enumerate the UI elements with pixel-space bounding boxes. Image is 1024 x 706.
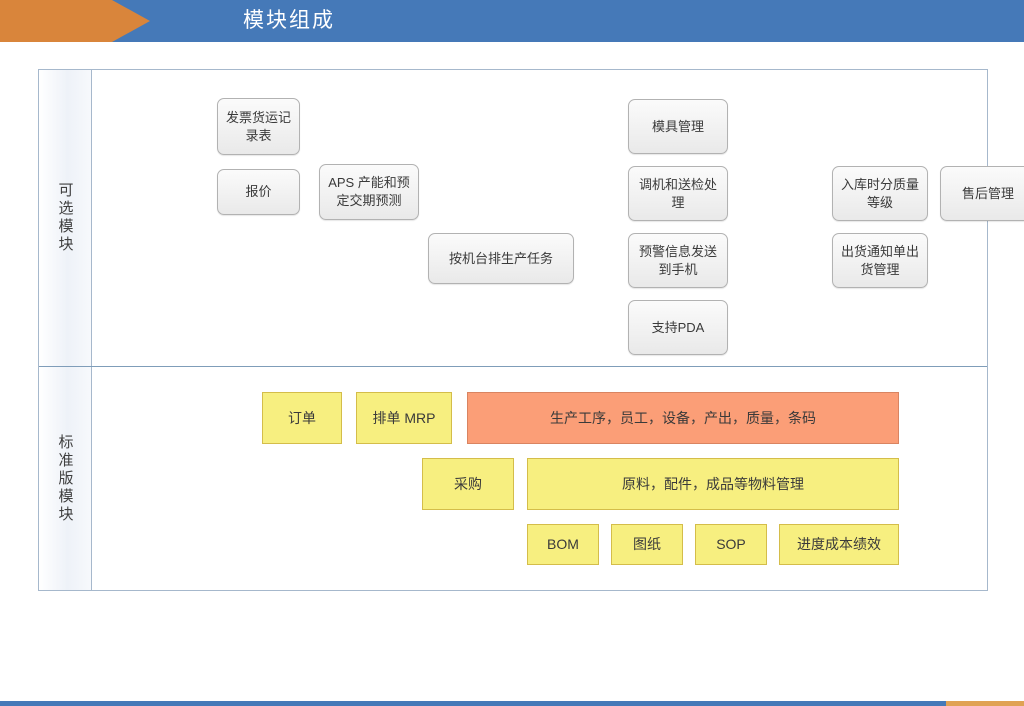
module-box-原料-配件-成品等物料管理[interactable]: 原料，配件，成品等物料管理 — [527, 458, 899, 510]
module-box-图纸[interactable]: 图纸 — [611, 524, 683, 565]
section-standard-modules: 标准版模块 订单排单 MRP 生产工序，员工，设备，产出，质量，条码采购原料，配件… — [39, 367, 987, 590]
module-box-售后管理[interactable]: 售后管理 — [940, 166, 1024, 221]
module-box-采购[interactable]: 采购 — [422, 458, 514, 510]
module-box-模具管理[interactable]: 模具管理 — [628, 99, 728, 154]
module-box-报价[interactable]: 报价 — [217, 169, 300, 215]
section-optional-modules: 可选模块 发票货运记录表报价 APS 产能和预定交期预测按机台排生产任务 模具管理调… — [39, 70, 1024, 367]
module-box-入库时分质量等级[interactable]: 入库时分质量等级 — [832, 166, 928, 221]
module-box-进度成本绩效[interactable]: 进度成本绩效 — [779, 524, 899, 565]
module-box-调机和送检处理[interactable]: 调机和送检处理 — [628, 166, 728, 221]
module-box-生产工序-员工-设备-产出-质量-条码[interactable]: 生产工序，员工，设备，产出，质量，条码 — [467, 392, 899, 444]
footer-orange-segment — [946, 701, 1024, 706]
module-box-支持pda[interactable]: 支持PDA — [628, 300, 728, 355]
footer-bar — [0, 701, 1024, 706]
row-label-optional-modules-text: 可选模块 — [56, 182, 74, 254]
module-box-排单-mrp[interactable]: 排单 MRP — [356, 392, 452, 444]
standard-modules-body: 订单排单 MRP 生产工序，员工，设备，产出，质量，条码采购原料，配件，成品等物料… — [92, 367, 987, 590]
module-box-sop[interactable]: SOP — [695, 524, 767, 565]
page-title: 模块组成 — [243, 9, 335, 32]
header-arrow-accent — [0, 0, 150, 42]
module-box-预警信息发送到手机[interactable]: 预警信息发送到手机 — [628, 233, 728, 288]
module-box-发票货运记录表[interactable]: 发票货运记录表 — [217, 98, 300, 155]
header-bar: 模块组成 — [0, 0, 1024, 42]
row-label-optional-modules: 可选模块 — [39, 70, 92, 366]
row-label-standard-modules: 标准版模块 — [39, 367, 92, 590]
optional-modules-body: 发票货运记录表报价 APS 产能和预定交期预测按机台排生产任务 模具管理调机和送检处… — [92, 70, 1024, 366]
row-label-standard-modules-text: 标准版模块 — [56, 433, 74, 524]
module-box-bom[interactable]: BOM — [527, 524, 599, 565]
module-box-按机台排生产任务[interactable]: 按机台排生产任务 — [428, 233, 574, 284]
module-box-出货通知单出货管理[interactable]: 出货通知单出货管理 — [832, 233, 928, 288]
module-box-aps-产能和预定交期预测[interactable]: APS 产能和预定交期预测 — [319, 164, 419, 220]
module-box-订单[interactable]: 订单 — [262, 392, 342, 444]
footer-blue-segment — [0, 701, 946, 706]
module-composition-diagram: 可选模块 发票货运记录表报价 APS 产能和预定交期预测按机台排生产任务 模具管理调… — [38, 69, 1024, 591]
